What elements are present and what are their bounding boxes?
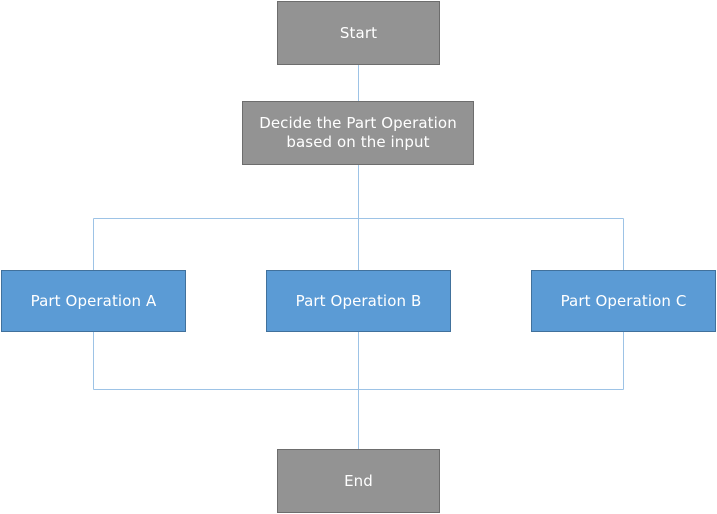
part-operation-a-label: Part Operation A — [30, 291, 157, 310]
part-operation-c-label: Part Operation C — [560, 291, 687, 310]
part-operation-a-node: Part Operation A — [1, 270, 186, 332]
part-operation-b-node: Part Operation B — [266, 270, 451, 332]
decide-node-label: Decide the Part Operation based on the i… — [259, 114, 457, 151]
start-node-label: Start — [339, 23, 378, 42]
end-node: End — [277, 449, 440, 513]
part-operation-c-node: Part Operation C — [531, 270, 716, 332]
end-node-label: End — [344, 471, 373, 490]
decide-part-operation-node: Decide the Part Operation based on the i… — [242, 101, 474, 165]
part-operation-b-label: Part Operation B — [295, 291, 422, 310]
start-node: Start — [277, 1, 440, 65]
